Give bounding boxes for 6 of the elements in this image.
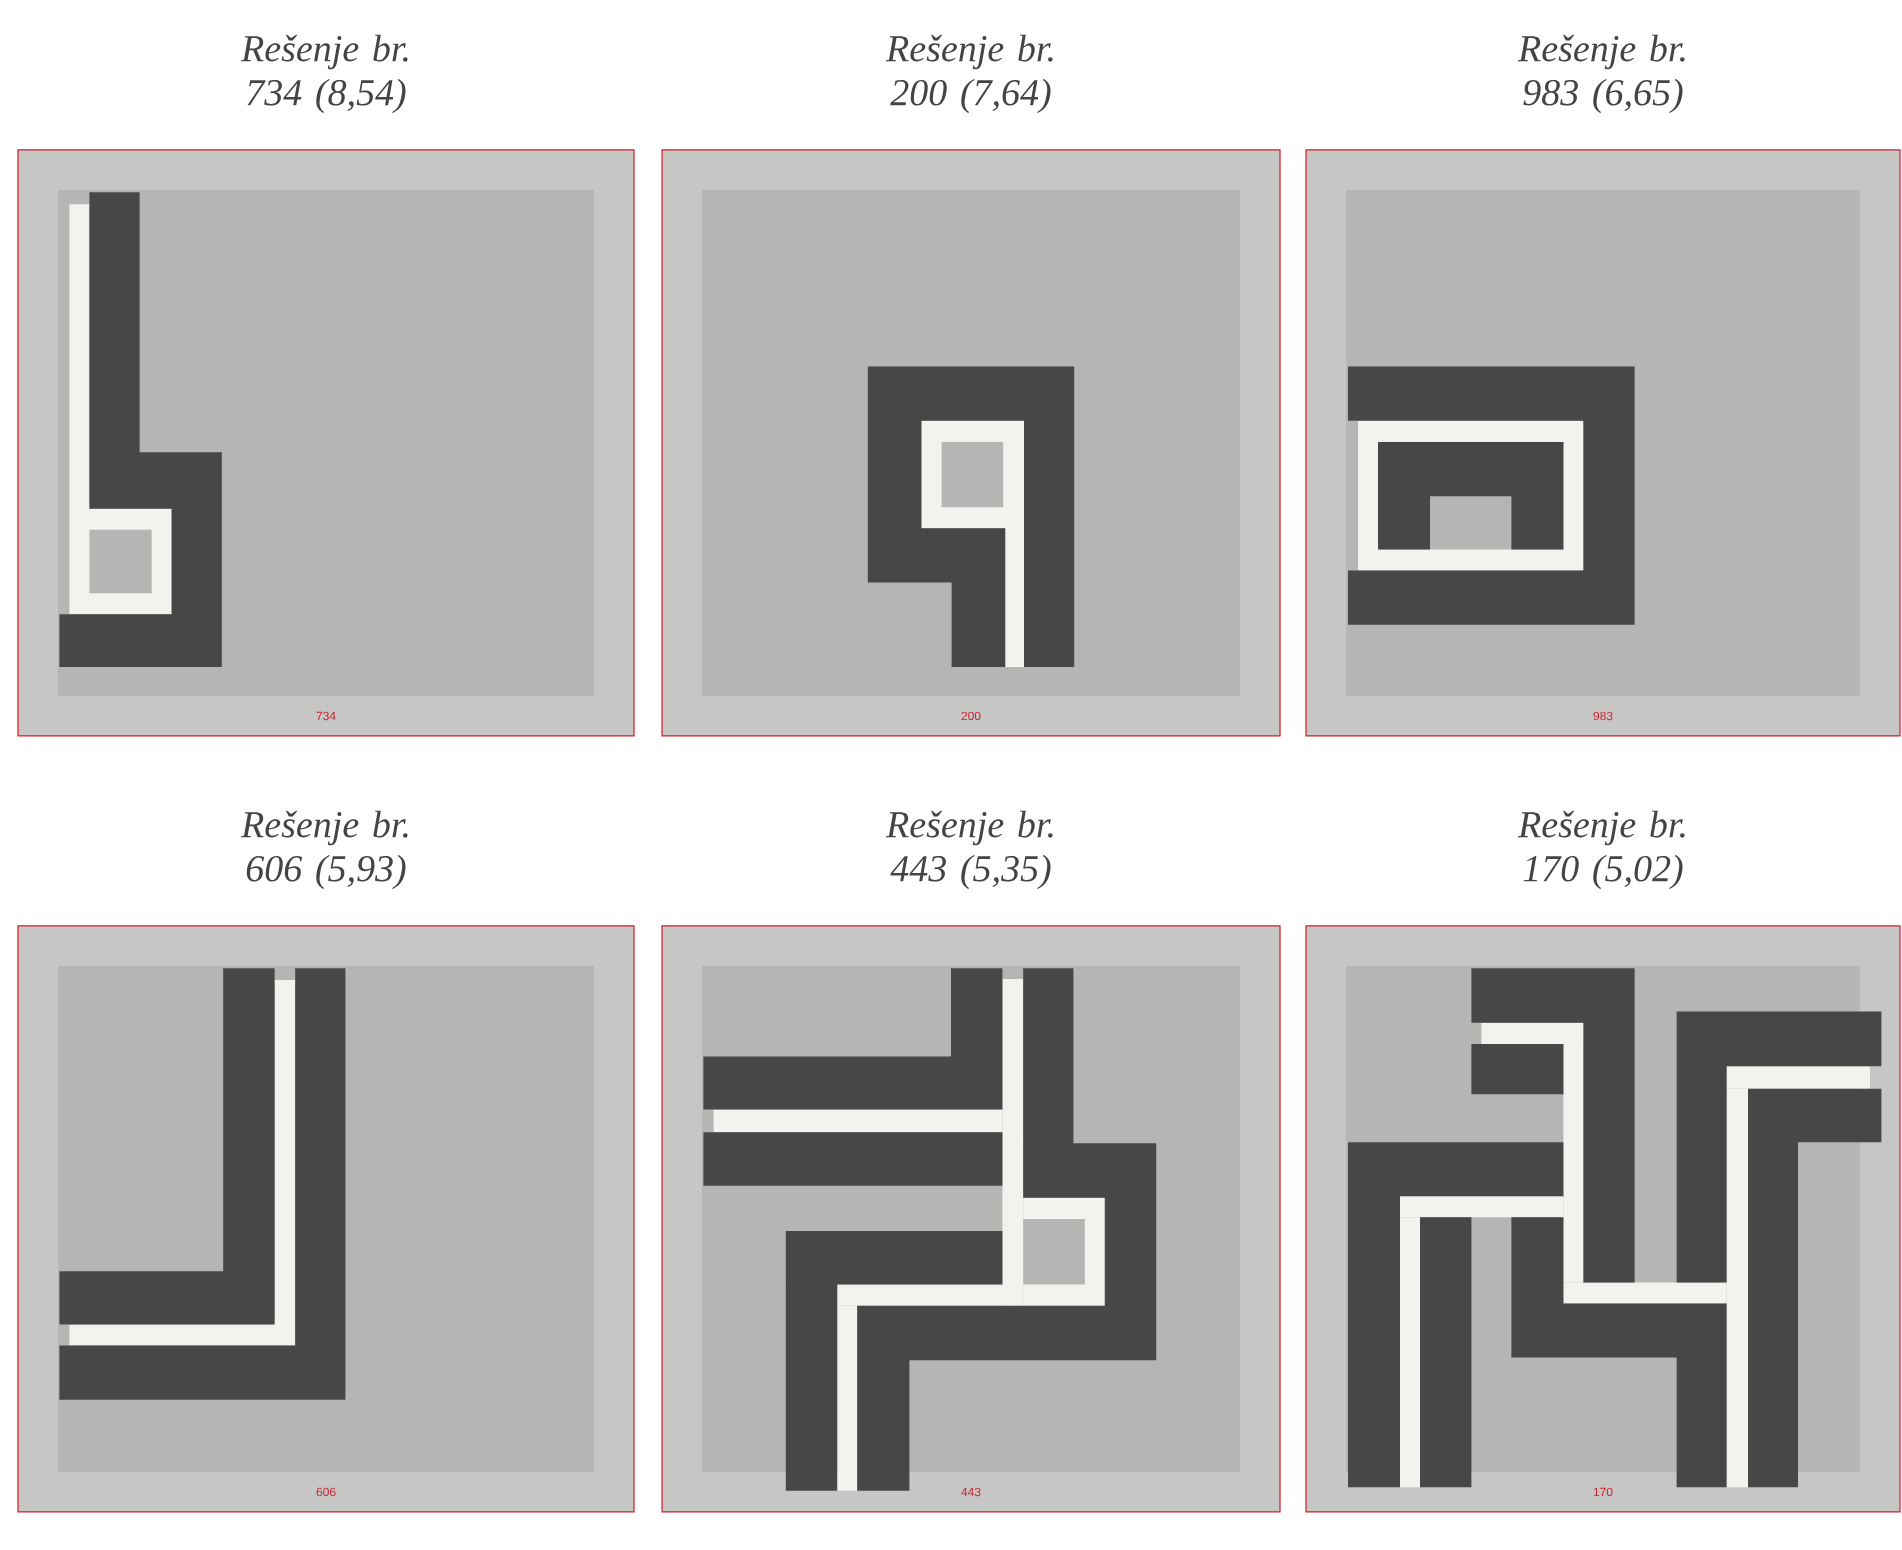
panel-title: Rešenje br. 200 (7,64) [885,34,1053,114]
panel-title: Rešenje br. 606 (5,93) [240,810,408,890]
panel-title: Rešenje br. 734 (8,54) [240,34,408,114]
panel-title: Rešenje br. 170 (5,02) [1517,810,1685,890]
panel-title: Rešenje br. 443 (5,35) [885,810,1053,890]
panel-title: Rešenje br. 983 (6,65) [1517,34,1685,114]
